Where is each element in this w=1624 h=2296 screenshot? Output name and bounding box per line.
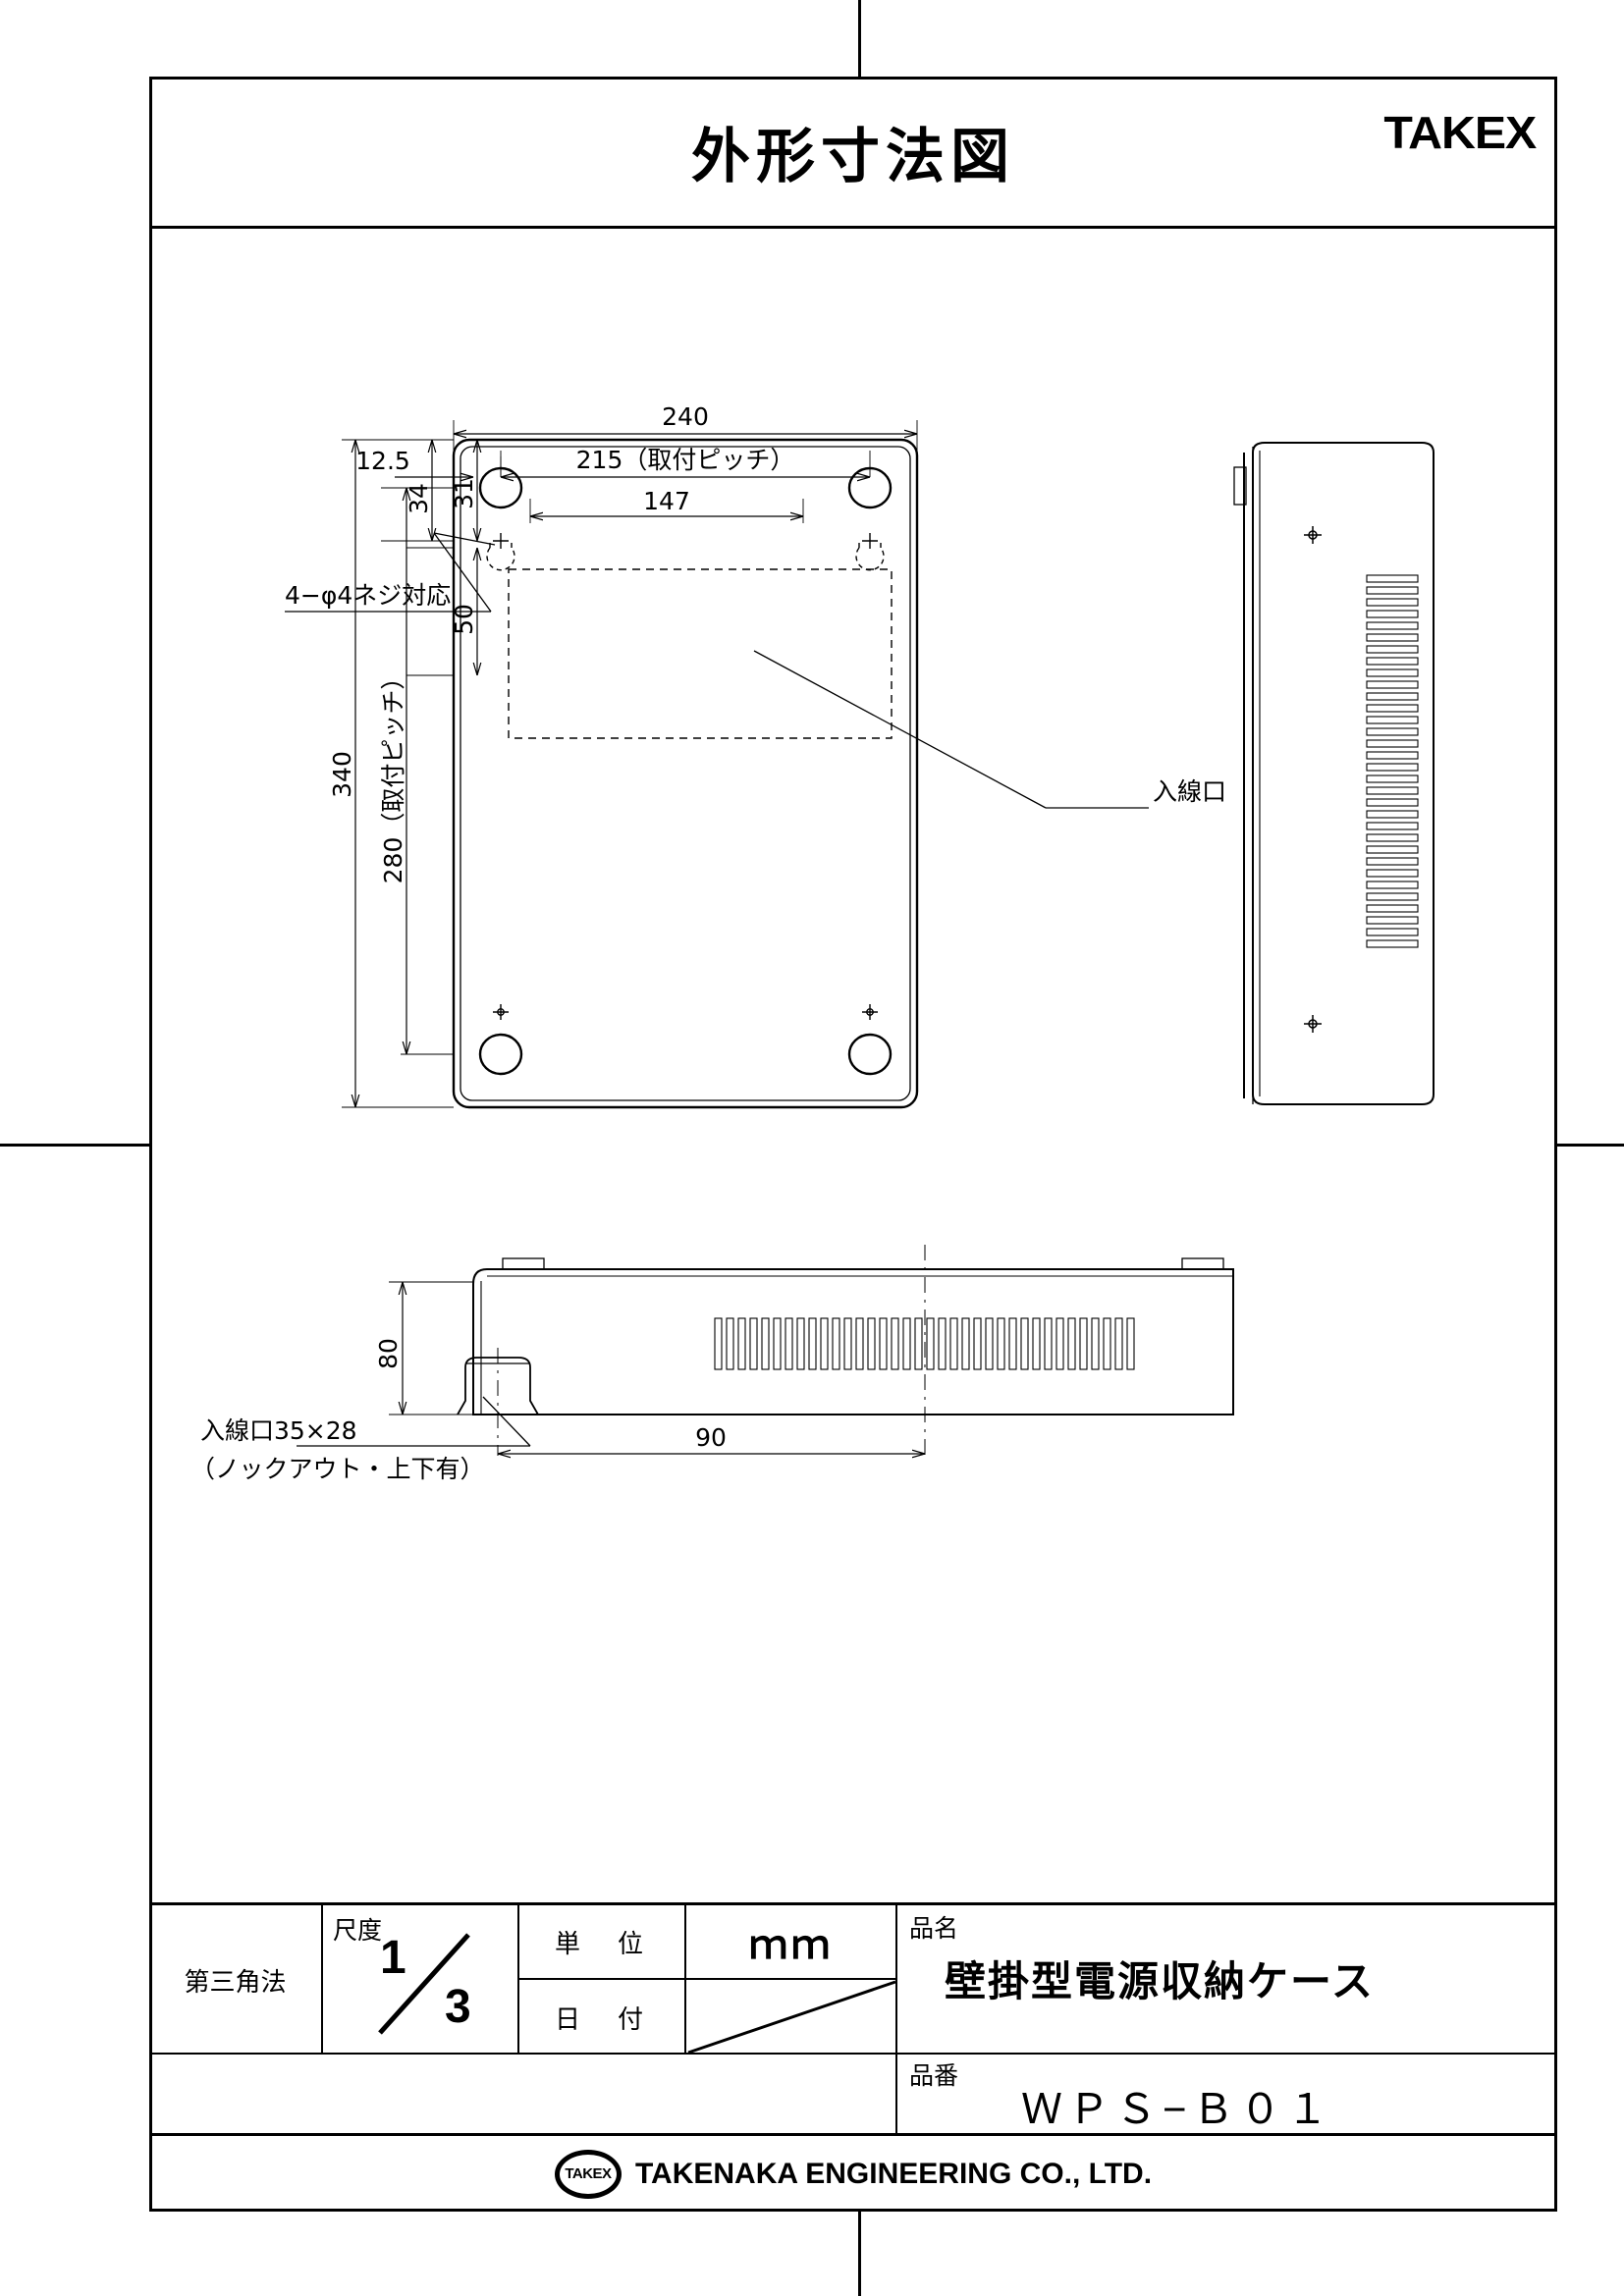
tb-projection: 第三角法: [149, 1905, 321, 2055]
page-title: 外形寸法図: [691, 122, 1015, 191]
drawing-canvas: 240 12.5 215（取付ピッチ） 147 34 31 50 340 280…: [149, 229, 1557, 1902]
tb-part-no-cell: 品番 ＷＰＳ−Ｂ０１: [895, 2055, 1557, 2136]
tb-scale-label: 尺度: [333, 1916, 383, 1945]
callout-text: 4−φ4ネジ対応 入線口 入線口35×28 （ノックアウト・上下有）: [190, 581, 1226, 1483]
crop-mark-left: [0, 1144, 149, 1147]
dim-31: 31: [450, 478, 478, 509]
callout-inlet: 入線口: [1153, 777, 1226, 806]
company-name: TAKENAKA ENGINEERING CO., LTD.: [634, 2157, 1153, 2190]
tb-product-name-value: 壁掛型電源収納ケース: [945, 1957, 1375, 2005]
dimension-text: 240 12.5 215（取付ピッチ） 147 34 31 50 340 280…: [328, 402, 794, 1452]
tb-unit-value: ｍｍ: [684, 1905, 895, 1980]
tb-scale-cell: 尺度 1 3: [321, 1905, 517, 2055]
dim-80: 80: [374, 1338, 403, 1369]
tb-scale-denominator: 3: [445, 1981, 471, 2033]
dim-90: 90: [695, 1423, 727, 1452]
dim-12-5: 12.5: [355, 447, 410, 475]
takex-oval-logo-text: TAKEX: [565, 2165, 612, 2182]
title-band: 外形寸法図 TAKEX: [149, 77, 1557, 229]
footer-bar: TAKEX TAKENAKA ENGINEERING CO., LTD.: [149, 2133, 1557, 2212]
side-view-geometry: [1233, 442, 1435, 1105]
tb-product-name-cell: 品名 壁掛型電源収納ケース: [895, 1905, 1557, 2055]
tb-unit-value-text: ｍｍ: [748, 1924, 834, 1967]
dim-240: 240: [662, 402, 709, 431]
tb-date-value: [684, 1980, 896, 2055]
side-vent-slots: [1366, 574, 1419, 948]
tb-row1: [149, 1905, 1557, 2055]
dim-280: 280（取付ピッチ）: [379, 666, 407, 884]
tb-date-label: 日 付: [517, 1980, 684, 2055]
tb-date-strike: [687, 1980, 896, 2055]
tb-unit-label: 単 位: [517, 1905, 684, 1980]
tb-part-no-label: 品番: [909, 2061, 959, 2090]
tb-scale-slash: [378, 1933, 470, 2035]
bottom-view-geometry: [297, 1245, 1234, 1456]
callout-screw-note: 4−φ4ネジ対応: [285, 581, 451, 610]
callout-inlet-size: 入線口35×28: [200, 1416, 357, 1445]
title-block: 第三角法 尺度 1 3 単 位 日 付 ｍｍ 品名 壁掛型電源収納ケース 品番 …: [149, 1902, 1557, 2212]
crop-mark-top: [858, 0, 861, 77]
front-view-geometry: [285, 420, 1149, 1109]
dim-147: 147: [643, 487, 690, 515]
crop-mark-right: [1557, 1144, 1624, 1147]
tb-date-label-text: 日 付: [554, 2004, 649, 2035]
dim-340: 340: [328, 751, 356, 798]
drawing-frame: [149, 77, 1557, 2212]
bottom-vent-slots: [714, 1317, 1135, 1370]
tb-part-no-value: ＷＰＳ−Ｂ０１: [1021, 2086, 1334, 2132]
tb-product-name-label: 品名: [909, 1914, 959, 1943]
takex-oval-logo-icon: TAKEX: [554, 2149, 622, 2199]
crop-mark-bottom: [858, 2212, 861, 2296]
dim-215: 215（取付ピッチ）: [576, 446, 795, 474]
tb-projection-label: 第三角法: [184, 1967, 287, 1998]
dim-50: 50: [450, 604, 478, 635]
tb-scale-numerator: 1: [380, 1932, 406, 1984]
takex-logo: TAKEX: [1382, 107, 1537, 158]
dim-34: 34: [405, 483, 433, 514]
tb-unit-label-text: 単 位: [554, 1929, 649, 1959]
callout-knockout: （ノックアウト・上下有）: [190, 1455, 485, 1483]
